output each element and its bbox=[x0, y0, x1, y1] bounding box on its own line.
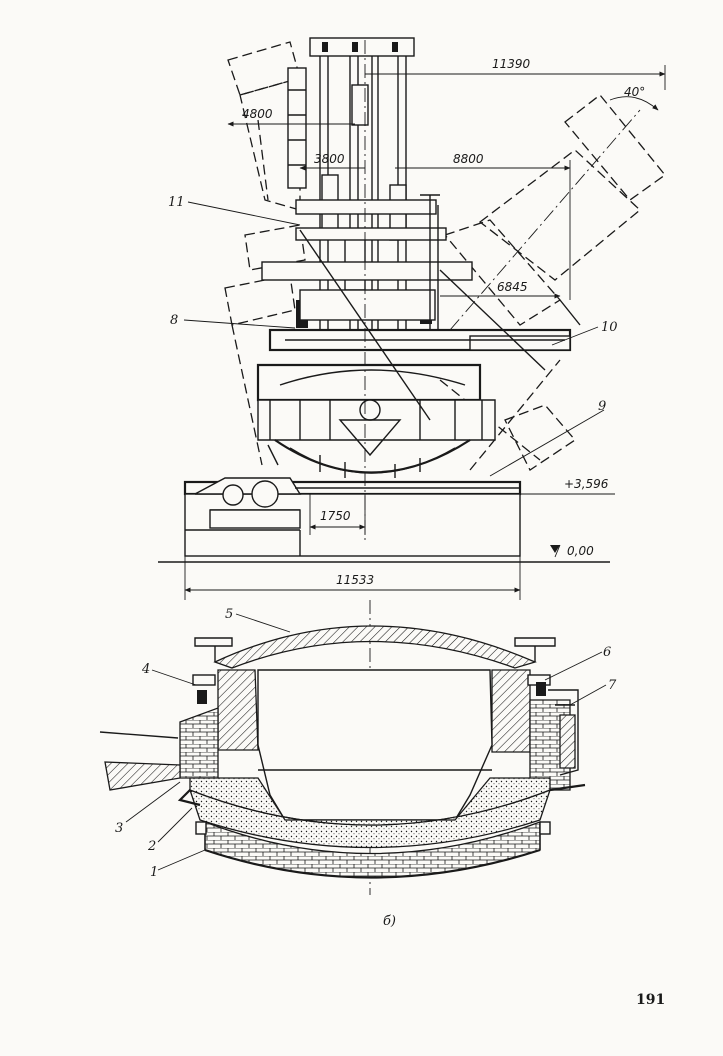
dim-11533: 11533 bbox=[336, 573, 374, 587]
upper-elevation-drawing: 11390 4800 3800 8800 6845 1750 11533 40°… bbox=[158, 38, 665, 600]
label-4: 4 bbox=[141, 662, 150, 677]
dim-11390: 11390 bbox=[492, 57, 531, 71]
electrode-mast bbox=[262, 38, 570, 350]
page-number: 191 bbox=[636, 992, 665, 1008]
label-11: 11 bbox=[168, 195, 185, 210]
dim-3800: 3800 bbox=[314, 152, 345, 166]
label-3: 3 bbox=[115, 821, 123, 836]
label-5: 5 bbox=[225, 607, 233, 622]
label-2: 2 bbox=[147, 839, 156, 854]
label-6: 6 bbox=[603, 645, 611, 660]
dim-6845: 6845 bbox=[497, 280, 528, 294]
angle-40: 40° bbox=[624, 85, 645, 99]
label-8: 8 bbox=[170, 313, 178, 328]
level-upper: +3,596 bbox=[564, 477, 609, 491]
level-ground: 0,00 bbox=[567, 544, 594, 558]
lower-section-drawing: 5 4 6 7 3 2 1 б) bbox=[100, 600, 617, 929]
tilt-mechanism-foundation bbox=[185, 445, 520, 556]
furnace-roof bbox=[195, 626, 555, 668]
caption-b: б) bbox=[383, 914, 396, 929]
label-7: 7 bbox=[608, 678, 617, 693]
dim-8800: 8800 bbox=[453, 152, 484, 166]
dim-1750: 1750 bbox=[320, 509, 351, 523]
tapping-spout bbox=[100, 732, 180, 790]
label-9: 9 bbox=[598, 399, 606, 414]
label-10: 10 bbox=[601, 320, 618, 335]
label-1: 1 bbox=[150, 865, 158, 880]
dim-4800: 4800 bbox=[242, 107, 273, 121]
